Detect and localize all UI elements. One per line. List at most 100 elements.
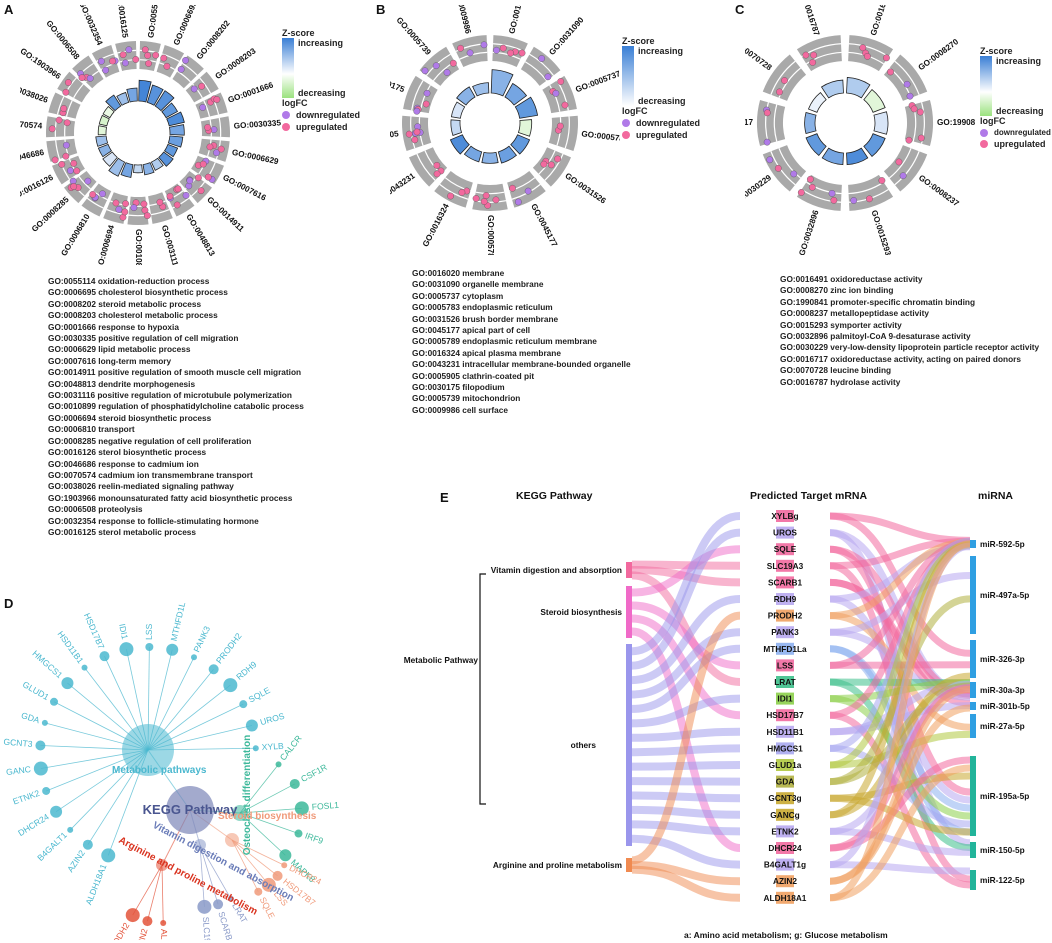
go-zscore-bar xyxy=(863,88,886,113)
go-gene-dot xyxy=(554,155,561,163)
mirna-label: miR-497a-5p xyxy=(980,590,1029,600)
go-band xyxy=(150,208,170,216)
go-gene-dot xyxy=(204,173,212,181)
gene-bar xyxy=(776,725,794,738)
gene-label: LSS xyxy=(144,623,154,640)
go-zscore-bar xyxy=(97,143,113,158)
go-term: GO:0008203 cholesterol metabolic process xyxy=(48,310,218,321)
mirna-label: miR-122-5p xyxy=(980,875,1025,885)
gene-node xyxy=(239,700,248,709)
go-gene-dot xyxy=(899,172,907,180)
go-gene-dot xyxy=(217,145,225,153)
go-term: GO:0016125 sterol metabolic process xyxy=(48,526,197,537)
down-dot xyxy=(282,111,290,119)
go-zscore-bar xyxy=(108,157,126,177)
gene-node xyxy=(125,908,140,923)
go-band xyxy=(848,43,889,58)
sankey-link xyxy=(829,512,971,657)
go-sector xyxy=(156,44,185,78)
gene-node xyxy=(35,740,46,751)
gene-link xyxy=(231,839,259,892)
pathway-node xyxy=(626,562,632,578)
panel-letter-a: A xyxy=(4,2,14,17)
gene-label: XYLBg xyxy=(771,511,798,521)
go-zscore-bar xyxy=(804,111,817,135)
go-zscore-bar xyxy=(805,133,827,157)
go-gene-dot xyxy=(156,198,164,206)
go-band xyxy=(426,53,451,76)
go-label: GO:0006694 xyxy=(95,224,117,265)
go-label: GO:0016020 xyxy=(507,5,527,35)
gene-label: SCARB1 xyxy=(216,910,236,940)
go-band xyxy=(416,153,436,181)
gene-label: PANK3 xyxy=(191,624,212,653)
gene-label: HSD11B1 xyxy=(55,629,85,665)
go-zscore-bar xyxy=(98,114,110,127)
go-circle-plot-b: GO:0016020GO:0031090GO:0005737GO:0005783… xyxy=(390,5,620,255)
gene-node xyxy=(223,678,238,693)
go-zscore-bar xyxy=(138,79,152,103)
go-gene-dot xyxy=(73,167,81,175)
go-label: GO:0048813 xyxy=(184,213,217,259)
panel-letter-c: C xyxy=(735,2,745,17)
go-band xyxy=(888,147,912,179)
go-gene-dot xyxy=(413,107,421,115)
go-zscore-bar xyxy=(168,124,185,136)
go-gene-dot xyxy=(206,143,214,151)
go-term: GO:0006508 proteolysis xyxy=(48,504,143,515)
gene-node xyxy=(252,745,259,752)
go-term: GO:0008237 metallopeptidase activity xyxy=(780,308,929,319)
go-gene-dot xyxy=(199,160,207,168)
go-term: GO:0031526 brush border membrane xyxy=(412,313,559,324)
go-term: GO:0006810 transport xyxy=(48,424,135,435)
sankey-header-mrna: Predicted Target mRNA xyxy=(750,490,868,502)
go-gene-dot xyxy=(492,196,500,204)
gene-label: B4GALT1g xyxy=(764,860,806,870)
gene-node xyxy=(81,664,88,671)
go-gene-dot xyxy=(806,175,814,183)
go-band xyxy=(475,191,505,195)
legend-down: downregulated xyxy=(994,128,1051,137)
go-zscore-bar xyxy=(807,91,827,113)
go-gene-dot xyxy=(774,164,782,172)
sankey-link xyxy=(829,764,971,902)
zscore-colorbar xyxy=(980,56,992,116)
go-gene-dot xyxy=(878,177,886,184)
go-label: GO:0070728 xyxy=(745,37,774,72)
gene-bar xyxy=(776,626,794,639)
gene-link xyxy=(239,812,286,856)
go-band xyxy=(538,150,556,175)
mirna-node xyxy=(970,640,976,678)
go-label: GO:0055114 xyxy=(146,5,161,38)
legend-b: Z-score increasing decreasing logFC down… xyxy=(622,36,700,140)
go-band xyxy=(778,147,802,179)
go-sector xyxy=(172,55,204,89)
go-gene-dot xyxy=(125,46,133,54)
gene-label: PRODH2 xyxy=(768,611,803,621)
go-term: GO:0005905 clathrin-coated pit xyxy=(412,370,535,381)
go-band xyxy=(912,104,917,142)
go-term: GO:0030229 very-low-density lipoprotein … xyxy=(780,342,1040,353)
go-zscore-bar xyxy=(142,162,155,176)
go-sector xyxy=(757,100,786,146)
go-gene-dot xyxy=(55,116,63,124)
go-gene-dot xyxy=(63,119,71,127)
go-sector xyxy=(408,147,448,187)
gene-label: GANCg xyxy=(770,810,800,820)
gene-link xyxy=(199,844,205,907)
hub-label: Steroid biosynthesis xyxy=(218,811,317,822)
go-gene-dot xyxy=(48,125,56,133)
go-zscore-bar xyxy=(126,87,138,103)
gene-label: GDA xyxy=(20,710,41,725)
gene-node xyxy=(245,719,258,732)
sankey-link xyxy=(631,861,741,886)
go-label: GO:0005783 xyxy=(581,129,620,144)
go-zscore-bar xyxy=(456,86,476,106)
go-term: GO:0006695 cholesterol biosynthetic proc… xyxy=(48,287,228,298)
go-zscore-bar xyxy=(95,135,109,147)
legend-down: downregulated xyxy=(636,118,701,128)
go-gene-dot xyxy=(422,100,430,108)
go-gene-dot xyxy=(828,190,836,197)
go-zscore-bar xyxy=(514,96,539,119)
